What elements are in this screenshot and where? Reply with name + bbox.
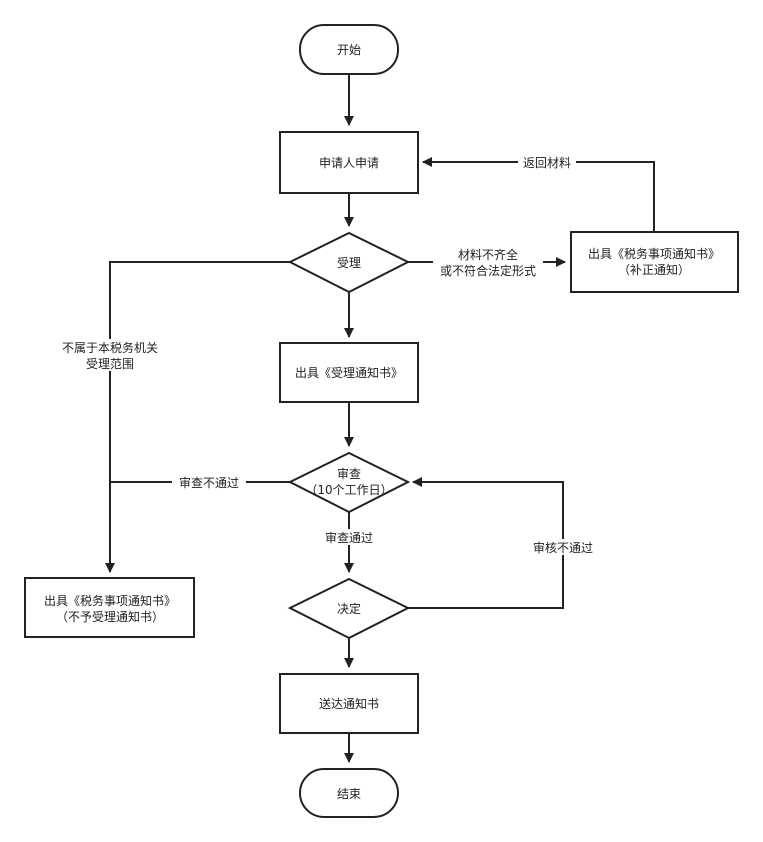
audit-fail-label: 审核不通过: [533, 540, 593, 555]
return-materials-label-bg: [518, 154, 576, 170]
notice-correction-line1: 出具《税务事项通知书》: [588, 246, 720, 261]
review-fail-label: 审查不通过: [179, 475, 239, 490]
accept-label: 受理: [337, 256, 361, 270]
deliver-node: [279, 673, 419, 734]
review-decision: [287, 451, 411, 514]
end-label: 结束: [337, 787, 361, 801]
notice-reject-line1: 出具《税务事项通知书》: [44, 593, 176, 608]
review-pass-label: 审查通过: [325, 530, 373, 545]
out-of-scope-label-bg: [52, 339, 168, 371]
incomplete-label-line2: 或不符合法定形式: [440, 263, 536, 278]
edge-out-of-scope: [105, 261, 290, 573]
apply-node: [279, 131, 419, 194]
review-pass-label-bg: [316, 529, 382, 545]
out-of-scope-label-line1: 不属于本税务机关: [62, 340, 158, 355]
audit-fail-label-bg: [527, 539, 599, 555]
notice-accept-node: [279, 342, 419, 403]
notice-accept-label: 出具《受理通知书》: [295, 366, 403, 380]
review-fail-label-bg: [172, 474, 246, 490]
review-line1: 审查: [337, 466, 361, 481]
accept-decision: [287, 231, 411, 294]
notice-correction-line2: （补正通知）: [618, 263, 690, 277]
deliver-label: 送达通知书: [319, 696, 379, 711]
apply-label: 申请人申请: [319, 156, 379, 170]
notice-reject-line2: （不予受理通知书）: [56, 610, 164, 624]
return-materials-label: 返回材料: [523, 156, 571, 170]
notice-correction-node: [570, 231, 739, 293]
out-of-scope-label-line2: 受理范围: [86, 357, 134, 371]
review-line2: （10个工作日）: [305, 483, 392, 497]
decide-label: 决定: [337, 601, 361, 616]
end-node: [299, 768, 399, 818]
decide-decision: [287, 577, 411, 640]
start-label: 开始: [337, 43, 361, 57]
edge-return-materials: [422, 157, 655, 232]
start-node: [299, 24, 399, 75]
notice-reject-node: [24, 577, 195, 638]
incomplete-label-line1: 材料不齐全: [458, 247, 518, 262]
incomplete-label-bg: [433, 246, 543, 278]
